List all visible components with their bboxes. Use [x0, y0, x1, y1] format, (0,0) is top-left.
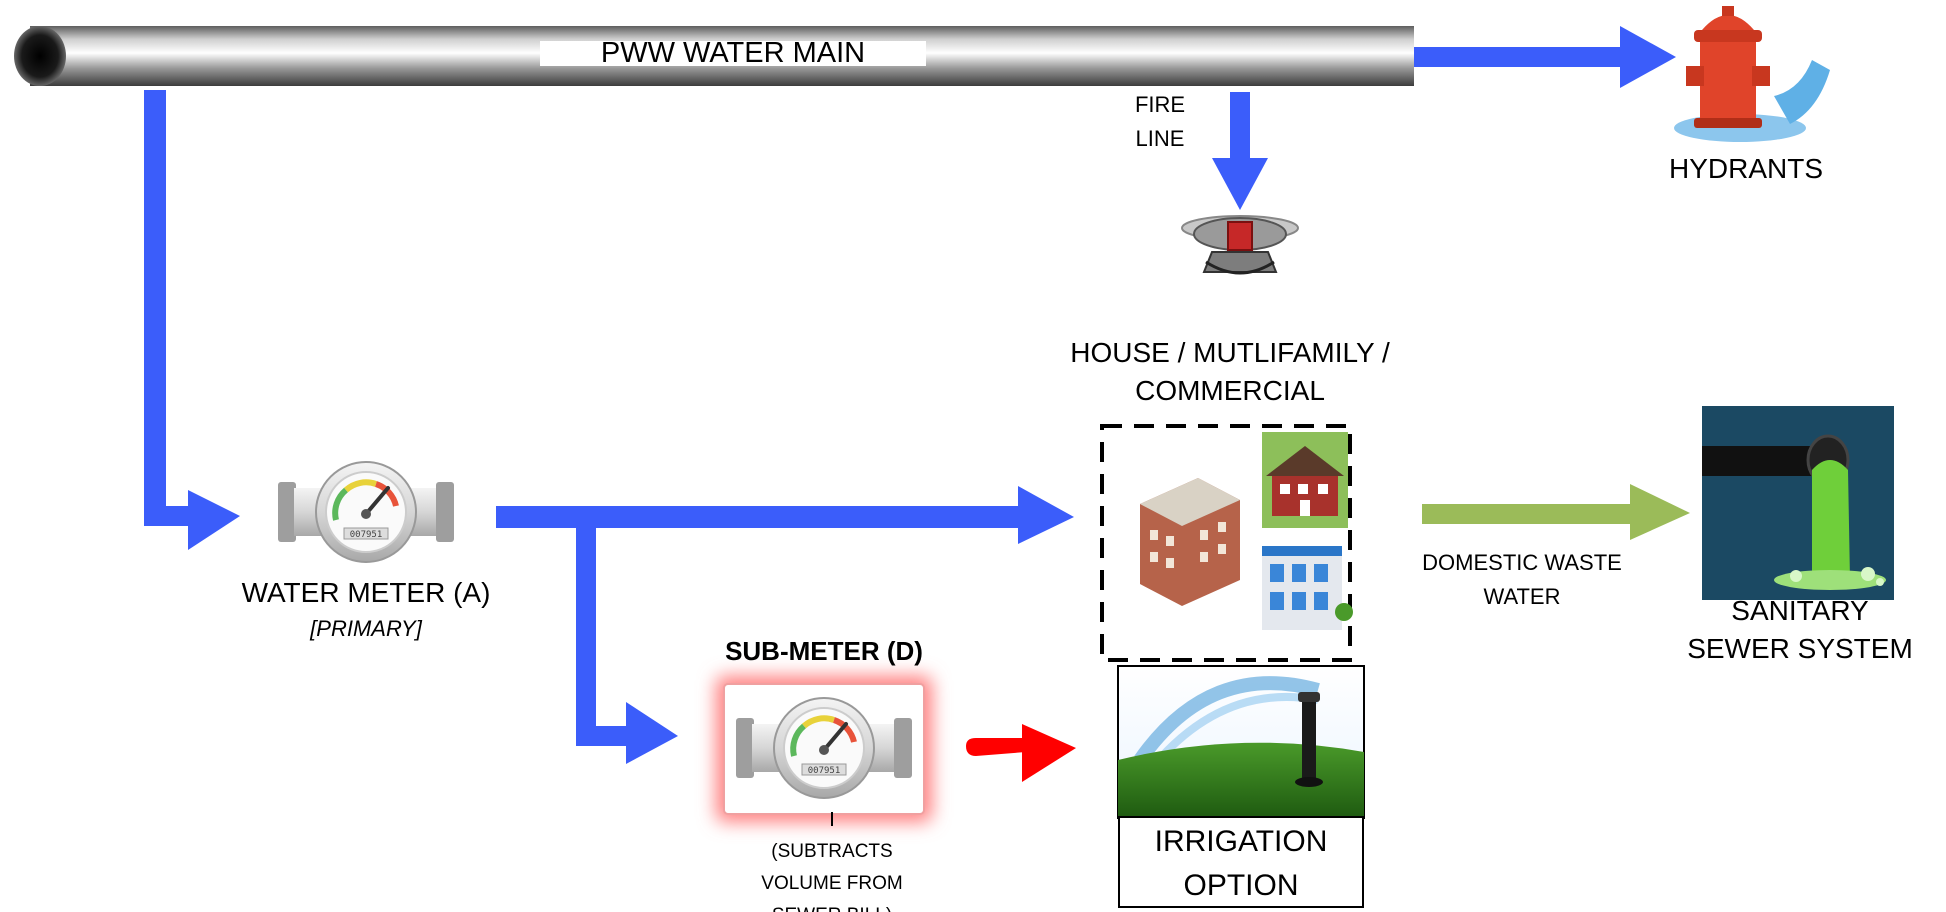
waste-water-label: DOMESTIC WASTE WATER	[1382, 546, 1662, 614]
irrigation-flow-arrow	[966, 724, 1076, 782]
hydrant-arrow	[1414, 26, 1676, 88]
water-meter-label: WATER METER (A) [PRIMARY]	[196, 574, 536, 646]
sewer-label-1: SANITARY	[1731, 595, 1869, 626]
fire-sprinkler-icon	[1181, 215, 1299, 275]
water-meter-label-1: WATER METER (A)	[241, 577, 491, 608]
sewer-outfall-icon	[1702, 406, 1894, 600]
fire-line-arrow	[1212, 92, 1268, 210]
sub-meter-label: SUB-METER (D)	[725, 636, 923, 666]
water-main-label: PWW WATER MAIN	[540, 39, 926, 68]
submeter-feed-arrow	[576, 518, 678, 764]
fire-line-label: FIRE LINE	[1110, 88, 1210, 156]
building-feed-arrow	[496, 486, 1074, 544]
sub-meter-note-2: VOLUME FROM	[761, 873, 903, 894]
meter-feed-arrow	[144, 90, 240, 550]
irrigation-label-2: OPTION	[1183, 869, 1299, 902]
irrigation-label-1: IRRIGATION	[1154, 825, 1328, 858]
fire-line-label-1: FIRE	[1134, 92, 1186, 117]
waste-flow-arrow	[1422, 484, 1690, 540]
building-label: HOUSE / MUTLIFAMILY / COMMERCIAL	[1040, 334, 1420, 410]
irrigation-label: IRRIGATION OPTION	[1118, 816, 1364, 908]
supply-flow-arrows	[144, 26, 1676, 764]
irrigation-sprinkler-icon	[1117, 665, 1365, 819]
buildings-icon	[1140, 432, 1353, 630]
sub-meter-note-3: SEWER BILL)	[712, 900, 952, 912]
waste-water-label-1: DOMESTIC WASTE	[1422, 550, 1622, 575]
sewer-label: SANITARY SEWER SYSTEM	[1660, 592, 1940, 668]
fire-line-label-2: LINE	[1135, 126, 1185, 151]
hydrants-label: HYDRANTS	[1668, 153, 1823, 184]
sewer-label-2: SEWER SYSTEM	[1687, 633, 1913, 664]
water-meter-icon	[278, 462, 454, 562]
building-label-1: HOUSE / MUTLIFAMILY /	[1070, 337, 1390, 368]
sub-meter-note-1: (SUBTRACTS	[771, 841, 893, 862]
water-meter-label-2: [PRIMARY]	[310, 616, 422, 641]
building-label-2: COMMERCIAL	[1135, 375, 1325, 406]
buildings-box	[1100, 424, 1352, 662]
fire-hydrant-icon	[1674, 6, 1830, 142]
sub-meter-note: (SUBTRACTS VOLUME FROM SEWER BILL)	[712, 836, 952, 912]
waste-water-label-2: WATER	[1483, 584, 1561, 609]
